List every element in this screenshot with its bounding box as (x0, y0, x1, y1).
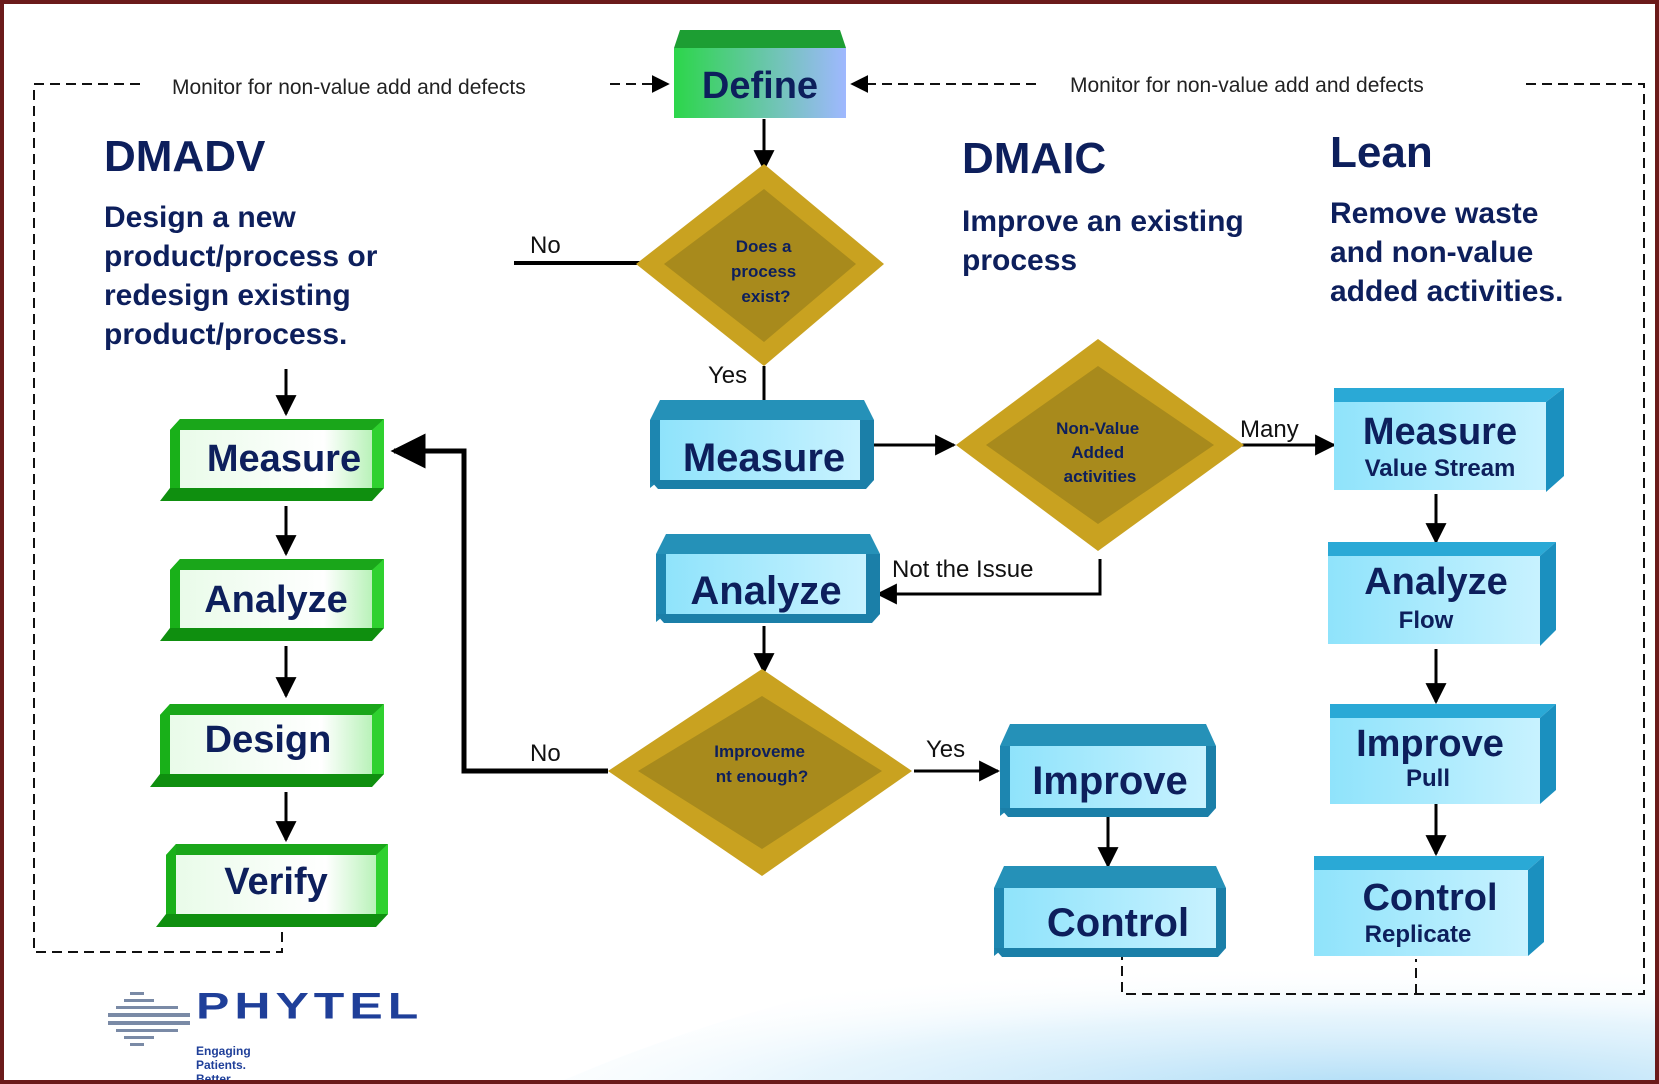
dmaic-control-box (994, 866, 1226, 957)
dmadv-measure-label: Measure (207, 438, 361, 480)
dmadv-title: DMADV (104, 132, 266, 181)
monitor-label-right: Monitor for non-value add and defects (1070, 74, 1424, 97)
dmadv-design-box (150, 704, 384, 787)
lean-description: Remove waste and non-value added activit… (1330, 197, 1564, 308)
dmaic-analyze-label: Analyze (690, 569, 841, 613)
define-label: Define (702, 65, 818, 107)
logo-tagline: Engaging Patients. Better Outcomes. (196, 1044, 251, 1084)
dmaic-measure-label: Measure (683, 436, 845, 480)
dmadv-steps (150, 419, 388, 927)
edge-label-yes-bottom: Yes (926, 736, 966, 763)
decision-improvement (608, 669, 912, 876)
dmadv-verify-box (156, 844, 388, 927)
decision-non-value (956, 339, 1244, 551)
background-swoosh (564, 934, 1655, 1080)
lean-measure-box (1334, 388, 1564, 492)
edge-label-many: Many (1240, 416, 1299, 443)
lean-control-sub: Replicate (1365, 921, 1472, 948)
lean-measure-label: Measure (1363, 411, 1517, 453)
decision-process-exists-text: Does a process exist? (731, 237, 801, 306)
phytel-logo: PHYTEL Engaging Patients. Better Outcome… (108, 985, 418, 1080)
define-box (674, 30, 846, 118)
monitor-loop-left (33, 75, 670, 953)
dmaic-improve-label: Improve (1032, 759, 1188, 803)
dmaic-title: DMAIC (962, 134, 1107, 183)
edge-label-no-top: No (530, 232, 561, 259)
dmadv-analyze-label: Analyze (204, 579, 348, 621)
monitor-label-left: Monitor for non-value add and defects (172, 76, 526, 99)
dmadv-measure-box (160, 419, 384, 501)
decision-process-exists (636, 164, 884, 366)
lean-improve-box (1330, 704, 1556, 804)
connectors (275, 119, 1447, 869)
dmadv-design-label: Design (205, 719, 332, 761)
dmaic-steps (650, 400, 1226, 957)
monitor-loop-right (850, 75, 1645, 995)
lean-analyze-sub: Flow (1399, 607, 1454, 634)
flowchart: Does a process exist? Non-Value Added ac… (33, 30, 1655, 1080)
lean-improve-label: Improve (1356, 723, 1504, 765)
dmaic-measure-box (650, 400, 874, 489)
lean-steps (1314, 388, 1564, 956)
phytel-logo-icon (108, 992, 190, 1046)
dmaic-description: Improve an existing process (962, 205, 1244, 277)
decision-improvement-text: Improveme nt enough? (714, 742, 809, 786)
lean-analyze-box (1328, 542, 1556, 646)
dmadv-verify-label: Verify (224, 861, 328, 903)
lean-analyze-label: Analyze (1364, 561, 1508, 603)
lean-control-box (1314, 856, 1544, 956)
dmadv-analyze-box (160, 559, 384, 641)
dmaic-control-label: Control (1047, 901, 1189, 945)
logo-name: PHYTEL (196, 984, 424, 1027)
edge-label-no-bottom: No (530, 740, 561, 767)
decision-non-value-text: Non-Value Added activities (1056, 419, 1144, 486)
dmadv-description: Design a new product/process or redesign… (104, 201, 378, 351)
dmaic-improve-box (1000, 724, 1216, 817)
lean-improve-sub: Pull (1406, 765, 1450, 792)
edge-label-not-the-issue: Not the Issue (892, 556, 1034, 583)
edge-label-yes-top: Yes (708, 362, 748, 389)
lean-title: Lean (1330, 128, 1433, 177)
lean-measure-sub: Value Stream (1365, 455, 1516, 482)
lean-control-label: Control (1362, 877, 1497, 919)
dmaic-analyze-box (656, 534, 880, 623)
